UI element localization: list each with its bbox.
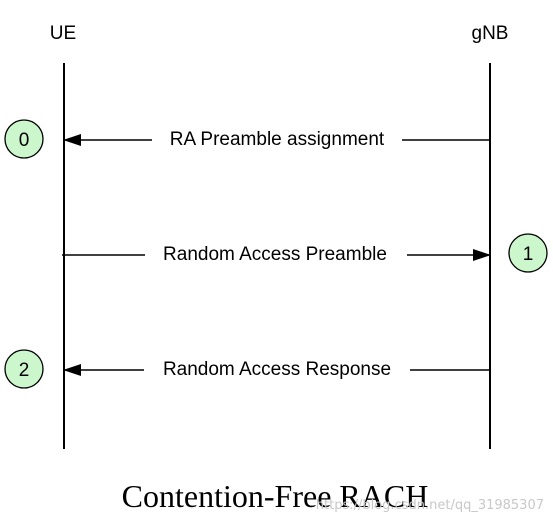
message-label-random-access-preamble: Random Access Preamble <box>163 244 387 265</box>
message-label-bg <box>152 126 402 152</box>
watermark: https://blog.csdn.net/qq_31985307 <box>316 498 544 513</box>
step-number: 1 <box>523 244 534 265</box>
message-label-random-access-response: Random Access Response <box>163 359 391 380</box>
step-circle <box>4 119 44 159</box>
message-label-bg <box>144 356 410 382</box>
gnb-label: gNB <box>472 23 509 44</box>
step-marker-2: 2 <box>4 349 44 389</box>
diagram-title: Contention-Free RACH <box>122 478 429 514</box>
ue-label: UE <box>50 23 76 44</box>
step-circle <box>508 233 548 273</box>
step-number: 2 <box>19 360 30 381</box>
step-circle <box>4 349 44 389</box>
step-marker-0: 0 <box>4 119 44 159</box>
message-label-bg <box>145 241 407 267</box>
message-label-ra-preamble-assignment: RA Preamble assignment <box>170 129 385 150</box>
step-marker-1: 1 <box>508 233 548 273</box>
step-number: 0 <box>19 130 30 151</box>
